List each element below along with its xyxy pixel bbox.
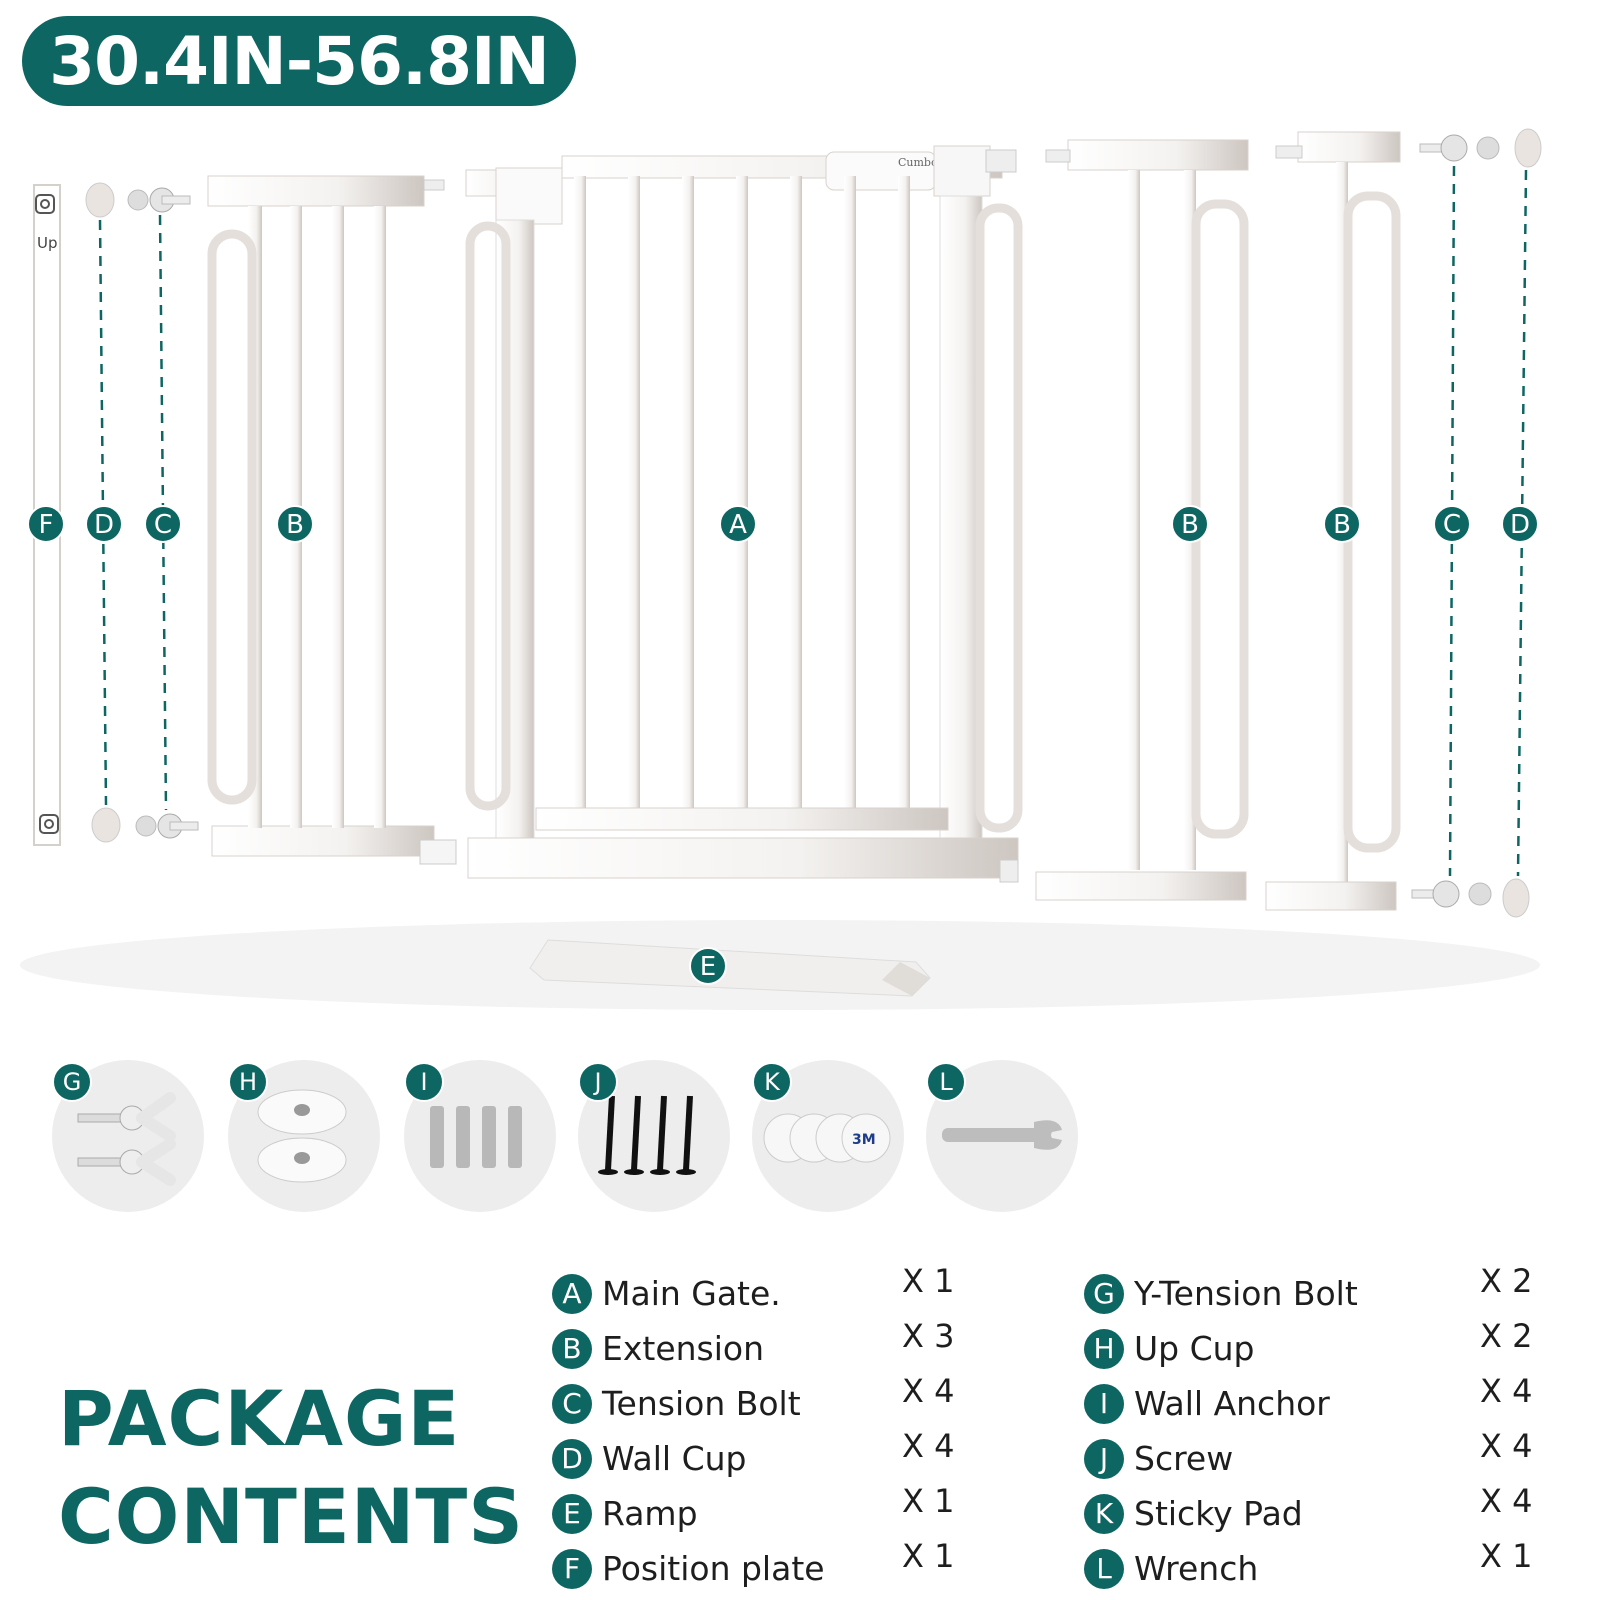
part-quantity: X 1 xyxy=(902,1482,955,1520)
part-name: Screw xyxy=(1134,1439,1234,1478)
label-A: A xyxy=(719,505,757,543)
up-text: Up xyxy=(37,234,58,252)
part-row: I Wall Anchor X 4 xyxy=(1084,1372,1554,1431)
part-row: G Y-Tension Bolt X 2 xyxy=(1084,1262,1554,1321)
part-name: Position plate xyxy=(602,1549,825,1588)
label-C-right-text: C xyxy=(1443,510,1461,540)
label-D-right-text: D xyxy=(1510,510,1530,540)
label-B-right-1-text: B xyxy=(1181,510,1199,540)
part-letter-badge: B xyxy=(552,1328,592,1369)
part-letter-badge: I xyxy=(1084,1383,1124,1424)
part-row: K Sticky Pad X 4 xyxy=(1084,1482,1554,1541)
label-B-right-1: B xyxy=(1171,505,1209,543)
part-name: Y-Tension Bolt xyxy=(1134,1274,1358,1313)
label-B-right-2: B xyxy=(1323,505,1361,543)
label-B-left-text: B xyxy=(286,510,304,540)
parts-list-right: G Y-Tension Bolt X 2 H Up Cup X 2 I Wall… xyxy=(1084,1262,1554,1596)
part-letter-badge: F xyxy=(552,1548,592,1589)
title-line-1: PACKAGE xyxy=(58,1374,461,1463)
left-hardware xyxy=(85,182,199,843)
part-quantity: X 1 xyxy=(1480,1537,1533,1575)
label-C-right: C xyxy=(1433,505,1471,543)
sticky-pad-text: 3M xyxy=(852,1132,876,1148)
exploded-gate-diagram: Up Cumbor xyxy=(20,128,1542,1010)
part-name: Wrench xyxy=(1134,1549,1259,1588)
part-quantity: X 3 xyxy=(902,1317,955,1355)
part-quantity: X 4 xyxy=(1480,1482,1533,1520)
part-letter-badge: E xyxy=(552,1493,592,1534)
brand-text: Cumbor xyxy=(898,156,944,169)
label-D-right: D xyxy=(1501,505,1539,543)
part-quantity: X 1 xyxy=(902,1262,955,1300)
part-row: C Tension Bolt X 4 xyxy=(552,1372,1032,1431)
part-row: H Up Cup X 2 xyxy=(1084,1317,1554,1376)
part-letter-badge: K xyxy=(1084,1493,1124,1534)
part-quantity: X 4 xyxy=(902,1427,955,1465)
part-quantity: X 4 xyxy=(902,1372,955,1410)
part-row: J Screw X 4 xyxy=(1084,1427,1554,1486)
part-quantity: X 2 xyxy=(1480,1317,1533,1355)
accessory-badge-H: H xyxy=(228,1062,268,1102)
part-name: Main Gate. xyxy=(602,1274,781,1313)
part-letter-badge: C xyxy=(552,1383,592,1424)
accessory-badge-I: I xyxy=(404,1062,444,1102)
part-quantity: X 4 xyxy=(1480,1372,1533,1410)
accessory-badge-G: G xyxy=(52,1062,92,1102)
accessory-badge-L: L xyxy=(926,1062,966,1102)
part-name: Sticky Pad xyxy=(1134,1494,1303,1533)
part-quantity: X 1 xyxy=(902,1537,955,1575)
main-gate: Cumbor xyxy=(465,145,1023,883)
label-D-left-text: D xyxy=(94,510,114,540)
package-contents-title: PACKAGE CONTENTS xyxy=(58,1370,524,1566)
part-row: E Ramp X 1 xyxy=(552,1482,1032,1541)
label-B-right-2-text: B xyxy=(1333,510,1351,540)
part-name: Ramp xyxy=(602,1494,698,1533)
part-quantity: X 4 xyxy=(1480,1427,1533,1465)
label-C-left-text: C xyxy=(154,510,172,540)
part-row: F Position plate X 1 xyxy=(552,1537,1032,1596)
part-row: L Wrench X 1 xyxy=(1084,1537,1554,1596)
part-name: Wall Cup xyxy=(602,1439,747,1478)
size-range-badge: 30.4IN-56.8IN xyxy=(22,16,576,106)
part-letter-badge: L xyxy=(1084,1548,1124,1589)
part-letter-badge: H xyxy=(1084,1328,1124,1369)
title-line-2: CONTENTS xyxy=(58,1472,524,1561)
label-F-text: F xyxy=(39,510,54,540)
part-name: Extension xyxy=(602,1329,765,1368)
part-row: A Main Gate. X 1 xyxy=(552,1262,1032,1321)
part-quantity: X 2 xyxy=(1480,1262,1533,1300)
accessory-badge-K: K xyxy=(752,1062,792,1102)
label-D-left: D xyxy=(85,505,123,543)
right-hardware xyxy=(1411,128,1542,918)
label-B-left: B xyxy=(276,505,314,543)
left-extension-panel xyxy=(207,175,457,865)
part-name: Tension Bolt xyxy=(602,1384,801,1423)
part-row: D Wall Cup X 4 xyxy=(552,1427,1032,1486)
part-letter-badge: G xyxy=(1084,1273,1124,1314)
parts-list-left: A Main Gate. X 1 B Extension X 3 C Tensi… xyxy=(552,1262,1032,1596)
part-letter-badge: A xyxy=(552,1273,592,1314)
size-range-text: 30.4IN-56.8IN xyxy=(49,22,550,100)
ramp xyxy=(529,939,931,997)
label-E-text: E xyxy=(700,952,716,982)
label-E: E xyxy=(689,947,727,985)
part-name: Up Cup xyxy=(1134,1329,1255,1368)
accessory-badge-J: J xyxy=(578,1062,618,1102)
label-A-text: A xyxy=(729,510,747,540)
part-letter-badge: J xyxy=(1084,1438,1124,1479)
part-row: B Extension X 3 xyxy=(552,1317,1032,1376)
label-C-left: C xyxy=(144,505,182,543)
right-extension-panel-1 xyxy=(1035,139,1249,901)
label-F: F xyxy=(27,505,65,543)
part-letter-badge: D xyxy=(552,1438,592,1479)
part-name: Wall Anchor xyxy=(1134,1384,1330,1423)
